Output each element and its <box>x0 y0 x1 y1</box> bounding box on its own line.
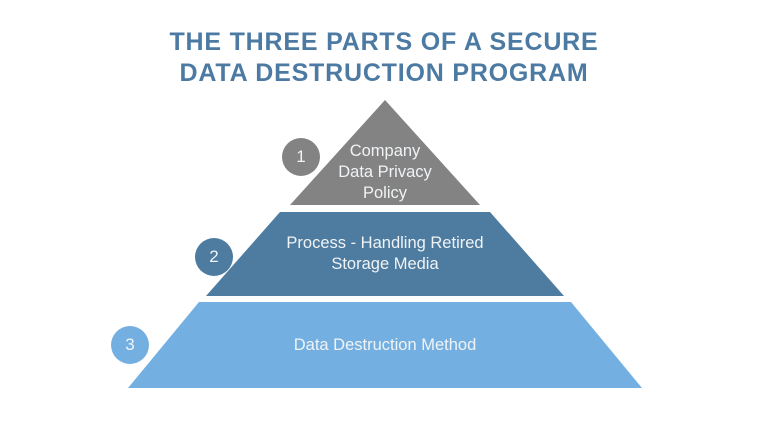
diagram-title: THE THREE PARTS OF A SECURE DATA DESTRUC… <box>169 28 599 87</box>
pyramid-level-label: Company Data Privacy Policy <box>338 142 432 202</box>
step-number: 3 <box>125 335 135 354</box>
step-badge-3: 3 <box>111 326 149 364</box>
step-number: 1 <box>296 147 306 166</box>
step-badge-2: 2 <box>195 238 233 276</box>
pyramid-level-label: Process - Handling Retired Storage Media <box>286 234 484 273</box>
pyramid-level-process: Process - Handling Retired Storage Media <box>206 212 564 296</box>
pyramid-level-method: Data Destruction Method <box>128 302 642 388</box>
step-badge-1: 1 <box>282 138 320 176</box>
pyramid-level-label: Data Destruction Method <box>293 335 477 354</box>
step-number: 2 <box>209 247 219 266</box>
